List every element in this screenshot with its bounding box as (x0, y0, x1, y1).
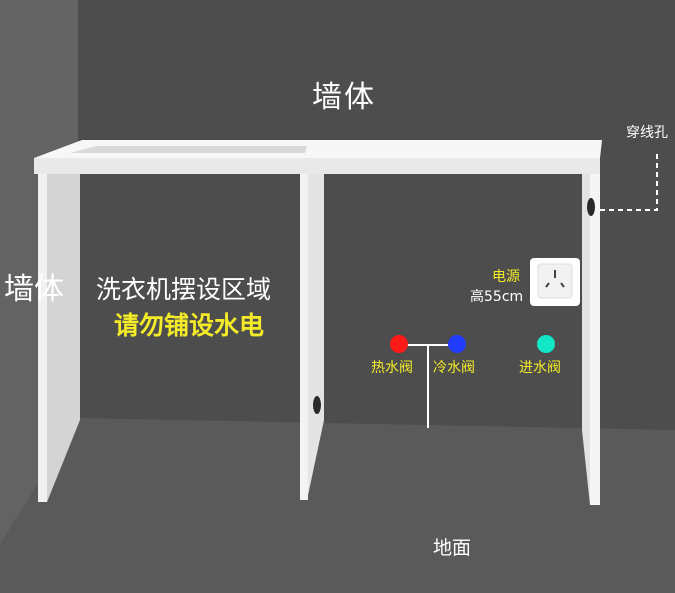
wire-hole-leader-line (600, 150, 658, 211)
cold-water-valve-label: 冷水阀 (433, 360, 475, 376)
floor-surface (0, 418, 675, 593)
power-label: 电源 (492, 269, 520, 285)
wire-hole-opening (587, 198, 595, 216)
back-wall-label: 墙体 (312, 80, 376, 115)
inlet-valve-dot (537, 335, 555, 353)
wire-hole-label: 穿线孔 (626, 125, 668, 141)
countertop-recess (70, 146, 307, 153)
left-panel-front (38, 174, 47, 502)
left-panel-side (47, 174, 80, 502)
countertop-top (34, 140, 602, 158)
middle-panel-front (300, 174, 308, 500)
power-height-label: 高55cm (470, 289, 524, 305)
countertop-front (34, 158, 600, 174)
cold-water-valve-dot (448, 335, 466, 353)
hot-water-valve-dot (390, 335, 408, 353)
hot-water-valve-label: 热水阀 (371, 360, 413, 376)
laundry-warning-label: 请勿铺设水电 (114, 311, 265, 340)
middle-panel-hole (313, 396, 321, 414)
power-plug-icon (545, 270, 565, 288)
inlet-valve-label: 进水阀 (519, 360, 561, 376)
power-socket-plate (537, 263, 573, 299)
laundry-area-label: 洗衣机摆设区域 (96, 275, 272, 304)
right-panel-front (590, 174, 600, 505)
left-wall-label: 墙体 (4, 272, 64, 307)
floor-label: 地面 (433, 537, 472, 559)
